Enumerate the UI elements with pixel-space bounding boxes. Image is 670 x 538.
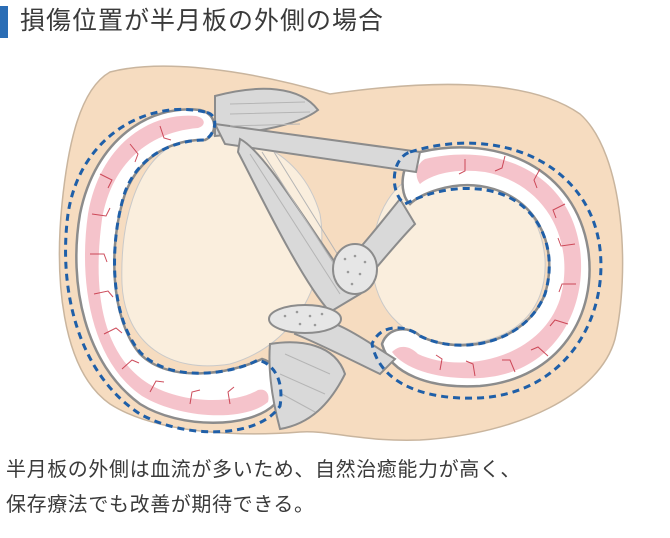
vessel-network [90, 125, 576, 405]
header: 損傷位置が半月板の外側の場合 [0, 0, 670, 44]
accent-bar-icon [0, 6, 8, 38]
page-title: 損傷位置が半月板の外側の場合 [20, 6, 385, 35]
nodule-texture [283, 254, 367, 327]
caption: 半月板の外側は血流が多いため、自然治癒能力が高く、 保存療法でも改善が期待できる… [6, 452, 666, 522]
ligament-fibers [229, 101, 357, 413]
caption-line-2: 保存療法でも改善が期待できる。 [6, 492, 315, 516]
meniscus-diagram [58, 65, 624, 441]
lateral-outer-zone-outline [370, 141, 603, 400]
medial-outer-zone-outline [64, 107, 283, 434]
posterior-horn-nodule [268, 304, 342, 334]
lateral-meniscus [380, 146, 591, 388]
meniscus-illustration [0, 44, 670, 444]
lateral-red-zone [392, 154, 582, 379]
anterior-horn-nodule [332, 243, 378, 295]
caption-line-1: 半月板の外側は血流が多いため、自然治癒能力が高く、 [6, 457, 521, 481]
